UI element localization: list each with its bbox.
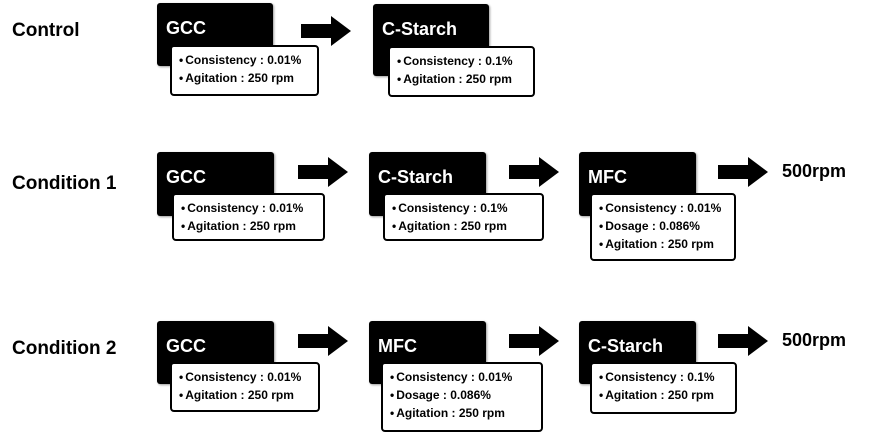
stage-cstarch-params: •Consistency : 0.1% •Agitation : 250 rpm — [388, 46, 535, 97]
stage-gcc-params: •Consistency : 0.01% •Agitation : 250 rp… — [170, 45, 319, 96]
flow-arrow-icon — [509, 326, 559, 356]
row-label-condition-2: Condition 2 — [12, 338, 117, 359]
stage-title: GCC — [166, 18, 206, 38]
stage-title: MFC — [378, 336, 417, 356]
flow-arrow-icon — [298, 157, 348, 187]
end-speed-label: 500rpm — [782, 330, 847, 350]
stage-title: MFC — [588, 167, 627, 187]
param-agitation: •Agitation : 250 rpm — [181, 219, 296, 233]
param-consistency: •Consistency : 0.01% — [179, 53, 302, 67]
param-consistency: •Consistency : 0.01% — [599, 201, 722, 215]
param-agitation: •Agitation : 250 rpm — [599, 388, 714, 402]
param-agitation: •Agitation : 250 rpm — [179, 388, 294, 402]
flow-arrow-icon — [509, 157, 559, 187]
flow-arrow-icon — [301, 16, 351, 46]
param-consistency: •Consistency : 0.1% — [397, 54, 513, 68]
stage-cstarch-params: •Consistency : 0.1% •Agitation : 250 rpm — [383, 193, 544, 241]
stage-mfc-params: •Consistency : 0.01% •Dosage : 0.086% •A… — [381, 362, 543, 432]
flow-arrow-icon — [718, 326, 768, 356]
row-label-condition-1: Condition 1 — [12, 173, 117, 194]
stage-title: GCC — [166, 167, 206, 187]
stage-title: C-Starch — [588, 336, 664, 356]
row-label-control: Control — [12, 20, 80, 41]
flow-arrow-icon — [718, 157, 768, 187]
end-speed-label: 500rpm — [782, 161, 847, 181]
param-consistency: •Consistency : 0.1% — [599, 370, 715, 384]
stage-title: C-Starch — [382, 19, 458, 39]
param-dosage: •Dosage : 0.086% — [390, 388, 491, 402]
param-consistency: •Consistency : 0.01% — [390, 370, 513, 384]
stage-gcc-params: •Consistency : 0.01% •Agitation : 250 rp… — [170, 362, 320, 412]
stage-title: GCC — [166, 336, 206, 356]
param-agitation: •Agitation : 250 rpm — [599, 237, 714, 251]
param-consistency: •Consistency : 0.01% — [179, 370, 302, 384]
param-agitation: •Agitation : 250 rpm — [397, 72, 512, 86]
param-agitation: •Agitation : 250 rpm — [179, 71, 294, 85]
stage-title: C-Starch — [378, 167, 454, 187]
param-consistency: •Consistency : 0.1% — [392, 201, 508, 215]
flow-arrow-icon — [298, 326, 348, 356]
stage-mfc-params: •Consistency : 0.01% •Dosage : 0.086% •A… — [590, 193, 736, 261]
stage-gcc-params: •Consistency : 0.01% •Agitation : 250 rp… — [172, 193, 325, 241]
param-dosage: •Dosage : 0.086% — [599, 219, 700, 233]
param-agitation: •Agitation : 250 rpm — [390, 406, 505, 420]
param-consistency: •Consistency : 0.01% — [181, 201, 304, 215]
stage-cstarch-params: •Consistency : 0.1% •Agitation : 250 rpm — [590, 362, 737, 414]
param-agitation: •Agitation : 250 rpm — [392, 219, 507, 233]
